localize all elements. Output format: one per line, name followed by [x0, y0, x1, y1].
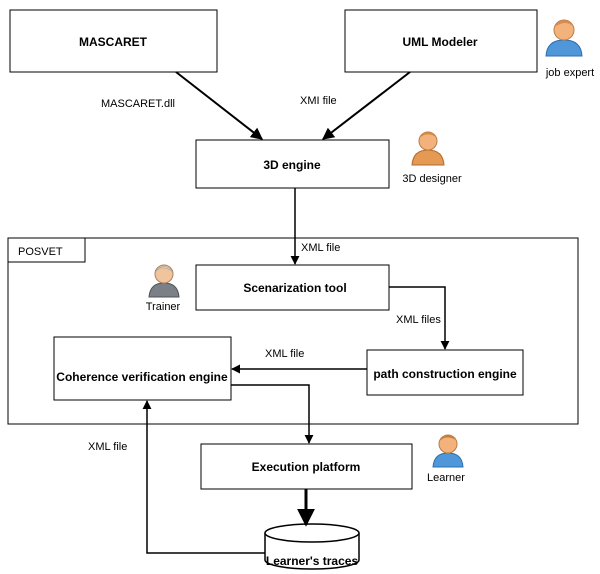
uml-modeler-label: UML Modeler: [402, 35, 477, 49]
trainer-label: Trainer: [146, 301, 181, 313]
mascaret-label: MASCARET: [79, 35, 148, 49]
coherence-label: Coherence verification engine: [56, 370, 228, 384]
person-icon: [411, 131, 445, 166]
designer-3d-label: 3D designer: [402, 173, 462, 185]
uml-modeler-node: UML Modeler: [344, 9, 538, 73]
trainer-actor: Trainer: [146, 264, 181, 313]
posvet-container: POSVET: [7, 237, 579, 425]
person-icon: [148, 264, 180, 298]
posvet-label: POSVET: [18, 246, 63, 258]
edge-label-xml-file-path: XML file: [265, 348, 304, 360]
traces-database: Learner's traces: [264, 523, 360, 570]
edge-label-xml-files: XML files: [396, 314, 441, 326]
execution-label: Execution platform: [252, 460, 361, 474]
traces-label: Learner's traces: [266, 554, 359, 568]
coherence-node: Coherence verification engine: [53, 336, 232, 401]
edge-label-xmi-file: XMI file: [300, 95, 337, 107]
mascaret-node: MASCARET: [9, 9, 218, 73]
path-construction-node: path construction engine: [366, 349, 524, 396]
path-construction-label: path construction engine: [373, 367, 517, 381]
engine-3d-label: 3D engine: [263, 158, 321, 172]
edge-label-xml-file-traces: XML file: [88, 441, 127, 453]
execution-node: Execution platform: [200, 443, 413, 490]
designer-3d-actor: 3D designer: [402, 131, 462, 185]
arrow-traces-to-coherence: [142, 400, 265, 554]
arrow-mascaret-to-3d-engine: [175, 71, 263, 140]
edge-label-mascaret-dll: MASCARET.dll: [101, 98, 175, 110]
person-icon: [432, 434, 464, 468]
job-expert-actor: job expert: [545, 19, 594, 79]
arrow-scenarization-to-path: [389, 286, 450, 350]
arrow-uml-to-3d-engine: [322, 71, 411, 140]
scenarization-label: Scenarization tool: [243, 281, 346, 295]
edge-label-xml-file-engine: XML file: [301, 242, 340, 254]
arrow-coherence-to-execution: [231, 384, 314, 444]
job-expert-label: job expert: [545, 67, 594, 79]
scenarization-node: Scenarization tool: [195, 264, 390, 311]
engine-3d-node: 3D engine: [195, 139, 390, 189]
person-icon: [545, 19, 583, 57]
learner-actor: Learner: [427, 434, 465, 484]
learner-label: Learner: [427, 472, 465, 484]
